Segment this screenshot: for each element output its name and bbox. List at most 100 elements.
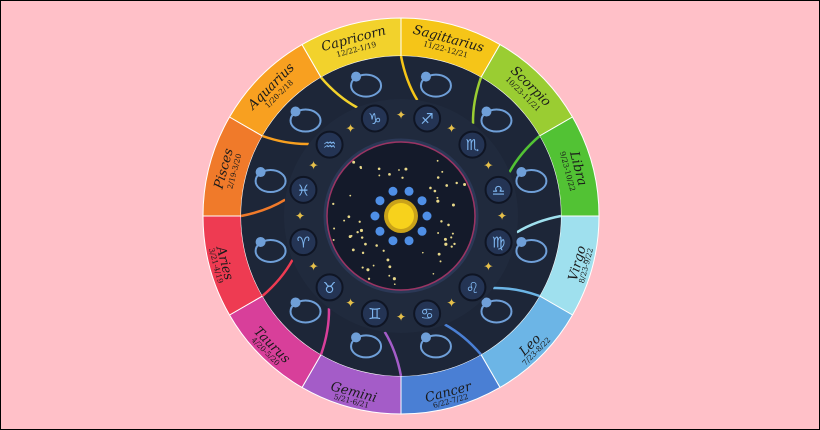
constellation-star (436, 176, 440, 179)
constellation-star (436, 159, 439, 162)
water-bearer-icon (289, 106, 322, 133)
glyph-taurus: ♉ (323, 279, 336, 297)
glyph-badge (360, 299, 389, 328)
constellation-star (451, 232, 454, 235)
constellation-star (359, 167, 363, 170)
sign-divider (508, 135, 541, 173)
constellation-star (445, 184, 449, 187)
constellation-star (463, 183, 467, 187)
constellation-star (401, 176, 404, 179)
planet-icon (417, 196, 427, 206)
constellation-star (450, 245, 453, 248)
sign-divider (444, 323, 482, 356)
crab-icon (419, 332, 452, 359)
ram-icon (254, 236, 287, 263)
archer-icon (419, 71, 452, 98)
glyph-aquarius: ♒ (323, 136, 336, 154)
constellation-star (333, 227, 336, 230)
constellation-star (433, 189, 437, 193)
constellation-star (436, 199, 440, 203)
constellation-star (441, 170, 444, 173)
glyph-leo: ♌ (466, 279, 479, 297)
sign-divider (319, 308, 331, 355)
constellation-star (437, 232, 440, 234)
sign-divider (383, 331, 403, 377)
glyph-badge (360, 104, 389, 133)
planet-icon (417, 226, 427, 236)
star-icon: ✦ (446, 121, 456, 135)
constellation-star (388, 265, 392, 269)
constellation-star (367, 277, 371, 280)
constellation-star (443, 237, 447, 241)
scorpion-icon (480, 106, 513, 133)
goat-icon (350, 71, 383, 98)
glyph-badge (413, 299, 442, 328)
planet-icon (388, 186, 398, 196)
glyph-badge (289, 228, 318, 257)
glyph-capricorn: ♑ (368, 110, 381, 128)
constellation-star (436, 196, 439, 199)
constellation-star (453, 242, 456, 246)
constellation-star (377, 167, 381, 171)
glyph-badge (484, 175, 513, 204)
star-icon: ✦ (345, 121, 355, 135)
bull-icon (289, 297, 322, 324)
glyph-libra: ♎ (492, 181, 505, 199)
constellation-star (372, 264, 375, 267)
glyph-badge (315, 273, 344, 302)
sign-divider (493, 286, 540, 298)
constellation-star (393, 283, 396, 286)
star-icon: ✦ (309, 158, 319, 172)
star-icon: ✦ (497, 209, 507, 223)
sign-divider (471, 77, 483, 124)
planet-icon (404, 186, 414, 196)
constellation-star (429, 186, 432, 190)
glyph-badge (484, 228, 513, 257)
constellation-star (349, 194, 352, 197)
constellation-star (366, 268, 370, 272)
planet-icon (375, 196, 385, 206)
constellation-star (388, 274, 391, 277)
sign-divider (262, 134, 309, 146)
constellation-star (451, 203, 455, 207)
glyph-cancer: ♋ (420, 305, 433, 323)
sun-icon (388, 203, 414, 229)
constellation-star (332, 202, 335, 206)
glyph-badge (315, 130, 344, 159)
sign-divider (516, 214, 562, 234)
constellation-star (356, 230, 359, 234)
constellation-rim (326, 141, 476, 291)
glyph-badge (458, 130, 487, 159)
constellation-star (439, 260, 442, 263)
glyph-badge (289, 175, 318, 204)
sign-divider (240, 198, 286, 218)
star-icon: ✦ (446, 296, 456, 310)
constellation-star (343, 219, 346, 222)
constellation-star (444, 242, 448, 246)
star-icon: ✦ (309, 259, 319, 273)
planet-icon (388, 236, 398, 246)
constellation-star (398, 169, 400, 171)
maiden-icon (515, 236, 548, 263)
constellation-star (447, 223, 450, 227)
constellation-star (386, 258, 390, 262)
glyph-scorpio: ♏ (466, 136, 480, 154)
constellation-star (358, 220, 361, 223)
sign-divider (261, 259, 294, 297)
constellation-star (375, 244, 378, 247)
constellation-star (359, 228, 364, 233)
star-icon: ✦ (295, 209, 305, 223)
sign-divider (320, 76, 358, 109)
constellation-star (351, 248, 355, 252)
star-icon: ✦ (396, 310, 406, 324)
constellation-star (361, 266, 364, 269)
planet-icon (375, 226, 385, 236)
scales-icon (515, 167, 548, 194)
fish-icon (254, 167, 287, 194)
glyph-badge (458, 273, 487, 302)
constellation-star (440, 220, 443, 223)
constellation-star (437, 252, 441, 256)
planet-icon (370, 211, 380, 221)
sign-divider (399, 55, 419, 101)
